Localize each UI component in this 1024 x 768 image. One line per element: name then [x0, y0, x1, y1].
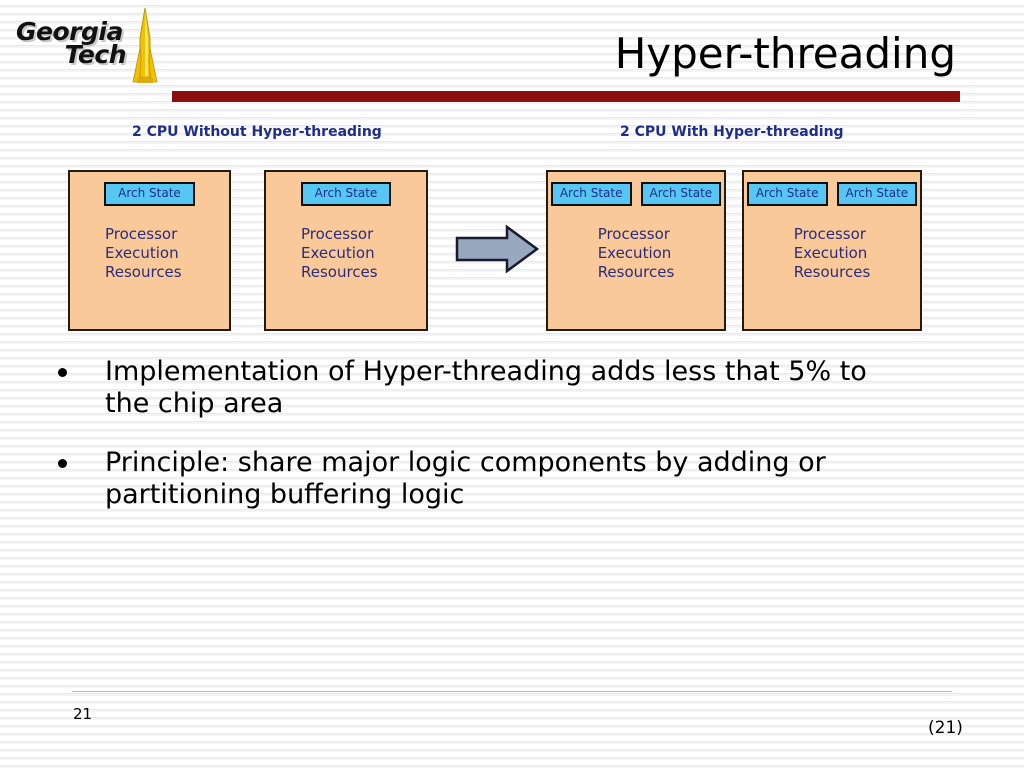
per-line-1: Processor [301, 225, 374, 243]
heading-with-hyperthreading: 2 CPU With Hyper-threading [620, 124, 844, 140]
cpu-box-2: Arch State Processor Execution Resources [264, 170, 428, 331]
per-line-1: Processor [597, 225, 670, 243]
arch-state-row: Arch State [70, 182, 229, 206]
per-line-1: Processor [793, 225, 866, 243]
bullet-list: Implementation of Hyper-threading adds l… [52, 356, 952, 538]
per-line-3: Resources [597, 262, 675, 281]
arch-state-label: Arch State [836, 182, 918, 206]
per-line-2: Execution [597, 243, 672, 262]
slide-number: 21 [73, 705, 93, 723]
cpu-box-4: Arch State Arch State Processor Executio… [742, 170, 922, 331]
arch-state-row: Arch State Arch State [744, 182, 920, 206]
arch-state-label: Arch State [550, 182, 632, 206]
bullet-text: Implementation of Hyper-threading adds l… [105, 356, 867, 419]
per-line-1: Processor [105, 225, 178, 243]
georgia-tech-logo: Georgia Tech [16, 8, 166, 86]
per-line-2: Execution [301, 243, 375, 262]
logo-wordmark: Georgia Tech [16, 17, 132, 69]
per-line-3: Resources [793, 262, 871, 281]
processor-resources-text: Processor Execution Resources [266, 225, 426, 281]
processor-resources-text: Processor Execution Resources [548, 225, 724, 281]
per-line-2: Execution [105, 243, 179, 262]
gt-tower-icon [132, 8, 158, 83]
bullet-dot-icon [58, 459, 67, 469]
arch-state-label: Arch State [746, 182, 828, 206]
per-line-3: Resources [301, 262, 378, 281]
per-line-3: Resources [105, 262, 182, 281]
arch-state-label: Arch State [300, 182, 392, 206]
arch-state-row: Arch State Arch State [548, 182, 724, 206]
bullet-item: Principle: share major logic components … [52, 447, 952, 510]
arch-state-label: Arch State [104, 182, 195, 206]
processor-resources-text: Processor Execution Resources [70, 225, 229, 281]
slide-number-paren: (21) [928, 718, 963, 738]
bullet-text: Principle: share major logic components … [105, 447, 826, 510]
heading-without-hyperthreading: 2 CPU Without Hyper-threading [132, 124, 382, 140]
page-title: Hyper-threading [614, 29, 956, 78]
title-underline-rule [172, 91, 960, 102]
cpu-box-1: Arch State Processor Execution Resources [68, 170, 231, 331]
bullet-item: Implementation of Hyper-threading adds l… [52, 356, 952, 419]
bullet-dot-icon [58, 368, 67, 377]
logo-line-tech: Tech [64, 40, 127, 69]
processor-resources-text: Processor Execution Resources [744, 225, 920, 281]
footer-divider [72, 691, 952, 692]
arch-state-row: Arch State [266, 182, 426, 206]
logo-line-georgia: Georgia [16, 17, 123, 46]
arch-state-label: Arch State [640, 182, 722, 206]
per-line-2: Execution [793, 243, 868, 262]
right-block-arrow-icon [455, 224, 539, 274]
cpu-box-3: Arch State Arch State Processor Executio… [546, 170, 726, 331]
